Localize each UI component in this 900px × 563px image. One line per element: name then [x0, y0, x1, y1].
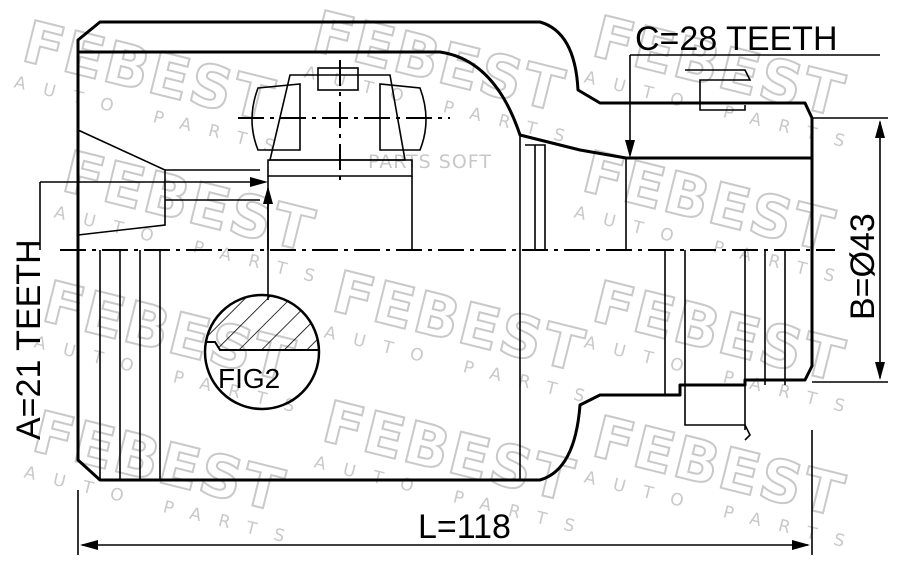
l-dimension-label: L=118 [418, 508, 511, 546]
dimension-lines [39, 54, 888, 555]
fig2-label: FIG2 [218, 363, 280, 394]
housing-section [76, 20, 814, 177]
watermark-layer: FEBEST AUTO PARTS FEBEST AUTO PARTS FEBE… [12, 0, 864, 556]
watermark-overlay: PARTS SOFT [368, 151, 492, 173]
b-dimension-label: B=Ø43 [844, 213, 882, 320]
c-dimension-label: C=28 TEETH [635, 20, 838, 58]
axis-lines [60, 60, 835, 251]
a-dimension-label: A=21 TEETH [10, 239, 48, 440]
